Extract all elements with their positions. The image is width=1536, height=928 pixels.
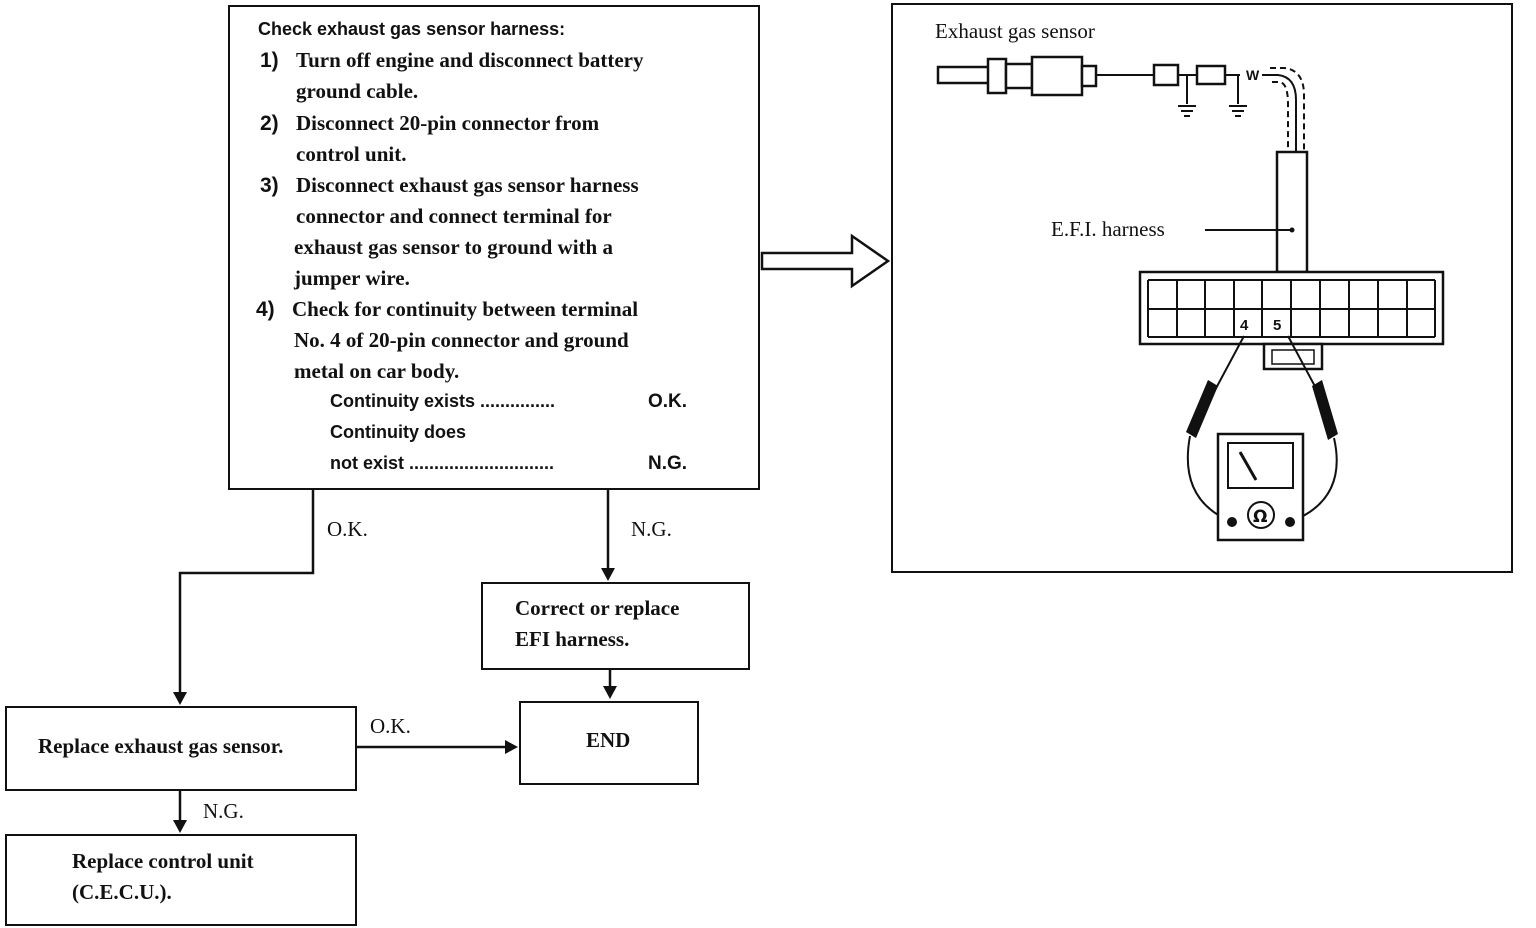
- branch-ok-label: O.K.: [327, 517, 368, 541]
- result-ng-label-1: Continuity does: [330, 422, 466, 442]
- replace-cecu-line-2: (C.E.C.U.).: [72, 880, 172, 904]
- harness-label: E.F.I. harness: [1051, 217, 1165, 241]
- branch-ng-label: N.G.: [631, 517, 672, 541]
- correct-harness-line-2: EFI harness.: [515, 627, 630, 651]
- step-4-line-1: Check for continuity between terminal: [292, 297, 639, 321]
- result-ok-label: Continuity exists ...............: [330, 391, 556, 411]
- connector-pin-grid: [1147, 279, 1436, 338]
- step-2-line-1: Disconnect 20-pin connector from: [296, 111, 600, 135]
- check-harness-box: [228, 5, 760, 490]
- probe-right: [1312, 380, 1338, 440]
- step-2-line-2: control unit.: [296, 142, 407, 166]
- check-heading: Check exhaust gas sensor harness:: [258, 19, 566, 39]
- correct-harness-line-1: Correct or replace: [515, 596, 680, 620]
- replace-cecu-line-1: Replace control unit: [72, 849, 254, 873]
- ohm-symbol: Ω: [1253, 507, 1267, 527]
- step-3-line-2: connector and connect terminal for: [296, 204, 612, 228]
- end-label: END: [586, 728, 631, 752]
- step-3-line-1: Disconnect exhaust gas sensor harness: [296, 173, 639, 197]
- step-1-line-1: Turn off engine and disconnect battery: [296, 48, 644, 72]
- correct-harness-box: [481, 582, 750, 670]
- step-4-num: 4): [256, 298, 275, 321]
- result-ok-value: O.K.: [648, 391, 688, 412]
- end-box: [519, 701, 699, 785]
- sensor-ng-label: N.G.: [203, 799, 244, 823]
- step-1-line-2: ground cable.: [296, 79, 419, 103]
- step-3-line-4: jumper wire.: [294, 266, 410, 290]
- pin-5-label: 5: [1273, 317, 1281, 334]
- replace-cecu-box: [5, 834, 357, 926]
- step-3-num: 3): [260, 174, 279, 197]
- step-4-line-2: No. 4 of 20-pin connector and ground: [294, 328, 629, 352]
- pin-4-label: 4: [1240, 317, 1249, 334]
- sensor-ok-label: O.K.: [370, 714, 411, 738]
- step-2-num: 2): [260, 112, 279, 135]
- step-1-num: 1): [260, 49, 279, 72]
- result-ng-value: N.G.: [648, 453, 688, 474]
- step-3-line-3: exhaust gas sensor to ground with a: [294, 235, 613, 259]
- result-ng-label-2: not exist .............................: [330, 453, 555, 473]
- replace-sensor-box: [5, 706, 357, 791]
- replace-sensor-label: Replace exhaust gas sensor.: [38, 734, 284, 758]
- step-4-line-3: metal on car body.: [294, 359, 460, 383]
- sensor-label: Exhaust gas sensor: [935, 19, 1095, 43]
- wire-label: W: [1246, 67, 1260, 83]
- probe-left: [1186, 380, 1218, 438]
